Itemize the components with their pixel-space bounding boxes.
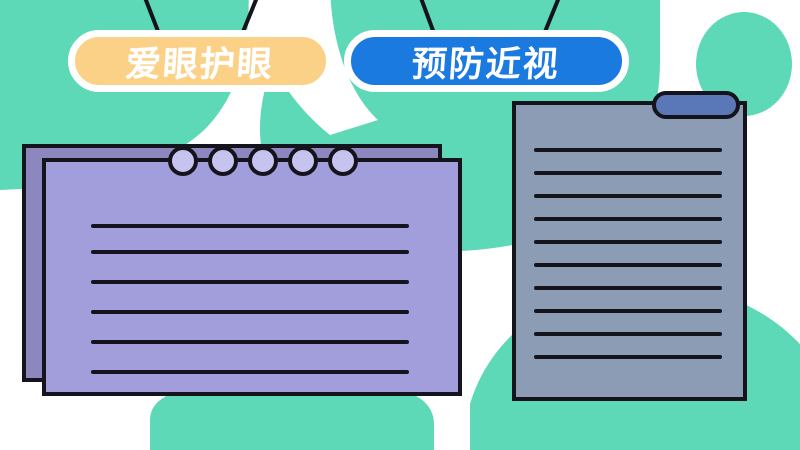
rule-line <box>91 224 409 228</box>
gray-document-rule-lines <box>516 105 743 397</box>
purple-sheet-front[interactable] <box>42 158 462 396</box>
rule-line <box>534 194 722 198</box>
rule-line <box>534 148 722 152</box>
badge-love-eyes[interactable]: 爱眼护眼 <box>68 30 333 92</box>
badge-love-eyes-label: 爱眼护眼 <box>124 44 276 85</box>
gray-document[interactable] <box>512 91 747 401</box>
purple-sheet-rule-lines <box>46 162 458 392</box>
binder-ring <box>208 146 238 176</box>
binder-ring <box>288 146 318 176</box>
rule-line <box>91 310 409 314</box>
gray-document-sheet[interactable] <box>512 101 747 401</box>
binder-ring <box>328 146 358 176</box>
rule-line <box>91 340 409 344</box>
bottom-center-teal-blob <box>150 384 434 450</box>
badge-prevent-myopia[interactable]: 预防近视 <box>344 30 629 92</box>
rule-line <box>534 171 722 175</box>
top-right-teal-circle <box>696 12 792 116</box>
note-binder-rings <box>22 144 462 396</box>
rule-line <box>534 286 722 290</box>
rule-line <box>91 280 409 284</box>
rule-line <box>534 355 722 359</box>
rule-line <box>534 240 722 244</box>
gray-document-tab[interactable] <box>652 91 740 119</box>
rule-line <box>534 309 722 313</box>
rule-line <box>91 250 409 254</box>
badge-prevent-myopia-label: 预防近视 <box>410 44 562 85</box>
binder-ring <box>248 146 278 176</box>
rule-line <box>534 217 722 221</box>
binder-ring <box>168 146 198 176</box>
rule-line <box>91 370 409 374</box>
purple-note-stack[interactable] <box>22 144 462 396</box>
rule-line <box>534 263 722 267</box>
rule-line <box>534 332 722 336</box>
